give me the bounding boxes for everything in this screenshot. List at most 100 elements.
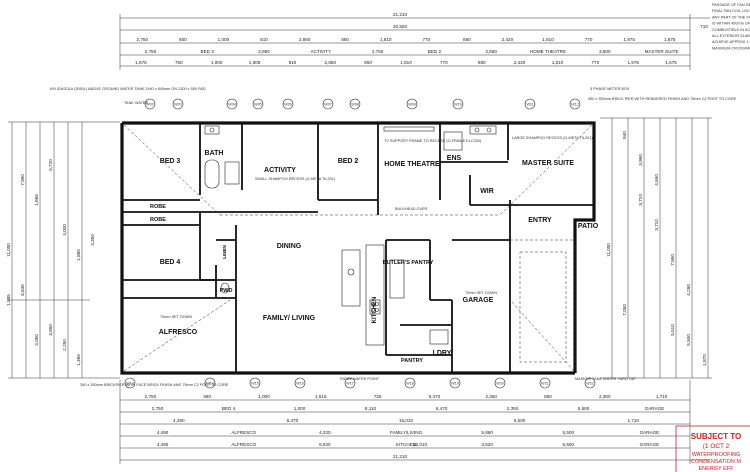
bot-dim-row1-1: 580 <box>203 394 211 399</box>
top-dim-row4-6: 850 <box>364 60 372 65</box>
bot-dim-row1-2: 1,000 <box>258 394 270 399</box>
window-code-6: W08 <box>351 103 358 107</box>
top-dim-row2-8: 880 <box>463 37 471 42</box>
bot-dim-row1-3: 1,515 <box>315 394 327 399</box>
top-dim-row2-6: 1,810 <box>380 37 392 42</box>
room-ens: ENS <box>447 155 462 162</box>
fixtures <box>204 125 567 363</box>
top-dim-row3-6: 2,650 <box>485 49 497 54</box>
left-dim-11: 1,465 <box>76 354 81 366</box>
room-ldry: LDRY <box>433 350 452 357</box>
left-dim-4: 3,000 <box>62 224 67 236</box>
bot-dim-row1-8: 2,300 <box>599 394 611 399</box>
window-code-7: W09 <box>408 103 415 107</box>
top-dim-row4-12: 770 <box>591 60 599 65</box>
stamp-line4: CONDENSATION M <box>691 459 741 465</box>
window-code-16: W18 <box>406 382 413 386</box>
bot-dim-row1-5: 6,470 <box>429 394 441 399</box>
window-code-17: W19 <box>451 382 458 386</box>
room-master-suite: MASTER SUITE <box>522 160 574 167</box>
window-code-3: W05 <box>254 103 261 107</box>
window-marker-18 <box>494 377 506 389</box>
window-code-2: W04 <box>228 103 235 107</box>
right-dimensions <box>600 117 712 379</box>
window-marker-10 <box>569 98 581 110</box>
ridge-water-note: RIDGE WATER POINT <box>340 377 380 381</box>
stamp-line3: WATERPROOFING <box>692 452 741 458</box>
top-dim-row2-10: 1,810 <box>542 37 554 42</box>
bot-dim-row3-3: 5,500 <box>514 418 526 423</box>
room-bed3: BED 3 <box>160 158 181 165</box>
right-dim-0: 11,000 <box>606 243 611 257</box>
ens-basin-icon <box>474 127 480 133</box>
top-dim-row2-7: 770 <box>422 37 430 42</box>
yard-tap-note: MARKER TANK WATER YARD TAP <box>575 377 636 381</box>
bot-dim-row2-5: 2,350 <box>507 406 519 411</box>
left-dim-3: 5,720 <box>48 159 53 171</box>
left-dim-7: 6,635 <box>20 284 25 296</box>
room-family-living: FAMILY/ LIVING <box>263 315 316 322</box>
left-dim-1: 7,950 <box>20 174 25 186</box>
top-dim-row3-3: ACTIVITY <box>310 49 331 54</box>
top-dim-row2-12: 1,975 <box>623 37 635 42</box>
bot-dim-row5-0: 4,490 <box>157 442 169 447</box>
top-dim-row4-3: 1,605 <box>249 60 261 65</box>
top-dim-row3-9: MASTER SUITE <box>645 49 679 54</box>
top-dim-row3-5: BED 2 <box>428 49 442 54</box>
top-dim-row2-5: 850 <box>341 37 349 42</box>
kitchen-bench-icon <box>365 244 385 346</box>
bot-dim-row1-6: 2,350 <box>485 394 497 399</box>
left-dim-12: 3,350 <box>90 234 95 246</box>
window-code-14: W16 <box>296 382 303 386</box>
tank-water-note: TANK WATER <box>124 101 148 105</box>
room-garage: GARAGE <box>463 297 494 304</box>
top-dim-row2-11: 770 <box>585 37 593 42</box>
left-dim-5: 1,885 <box>76 249 81 261</box>
right-dim-10: 7,950 <box>670 254 675 266</box>
bot-dim-row2-4: 6,470 <box>436 406 448 411</box>
note-tr-6: ACHIEVE APPROX 1:100 FALL TO <box>712 40 750 44</box>
window-code-12: W14 <box>206 382 213 386</box>
window-marker-20 <box>584 377 596 389</box>
right-dim-2: 3,950 <box>638 154 643 166</box>
bathtub-icon <box>204 159 220 189</box>
small-shampoo-note: SMALL SHAMPOO RECESS (G-META TIL201) <box>255 177 336 181</box>
window-marker-8 <box>452 98 464 110</box>
notes-top-right: PASSAGE OF FAN GEL UNIT FREFINAL FAN COI… <box>712 3 750 50</box>
bot-dim-row4-0: 4,490 <box>157 430 169 435</box>
ens-vanity-icon <box>469 125 497 135</box>
water-tank-note: KM IDASOLA (3050L) ABOVE GROUND WATER TA… <box>50 87 206 91</box>
top-dim-row4-11: 1,810 <box>552 60 564 65</box>
room-robe-1: ROBE <box>150 204 166 210</box>
window-marker-15 <box>344 377 356 389</box>
window-marker-11 <box>124 377 136 389</box>
window-marker-4 <box>282 98 294 110</box>
row1-dim: 20,500 <box>393 24 407 29</box>
window-marker-6 <box>349 98 361 110</box>
bot-dim-row5-5: 5,500 <box>563 442 575 447</box>
window-marker-16 <box>404 377 416 389</box>
large-shampoo-note: LARGE SHAMPOO RECESS (G-META TIL201) <box>512 136 593 140</box>
left-dim-9: 3,950 <box>48 324 53 336</box>
alfresco-set-down-note: 70mm SET DOWN <box>160 315 192 319</box>
right-dim-8: 3,710 <box>638 194 643 206</box>
top-dim-row3-2: 2,950 <box>258 49 270 54</box>
sink-icon <box>347 268 355 276</box>
window-marker-2 <box>226 98 238 110</box>
window-code-19: W21 <box>541 382 548 386</box>
bot-dim-row4-3: FAMILY/LIVING <box>390 430 423 435</box>
window-code-11: W13 <box>126 382 133 386</box>
annotations: KM IDASOLA (3050L) ABOVE GROUND WATER TA… <box>50 87 737 387</box>
garage-set-down-note: 70mm SET DOWN <box>465 291 497 295</box>
room-pwd: PWD <box>220 288 233 294</box>
window-code-8: W10 <box>454 103 461 107</box>
top-dim-row2-0: 2,750 <box>137 37 149 42</box>
bot-dim-row3-4: 1,710 <box>627 418 639 423</box>
window-marker-1 <box>172 98 184 110</box>
note-tr-1: FINAL FAN COIL LOCATION. <box>712 9 750 13</box>
window-code-15: W17 <box>346 382 353 386</box>
top-dimensions: 21,210 710 20,500 <box>119 12 710 70</box>
shower-icon <box>224 161 240 185</box>
approval-stamp: SUBJECT TO (1 OCT 2 WATERPROOFING CONDEN… <box>675 425 750 472</box>
